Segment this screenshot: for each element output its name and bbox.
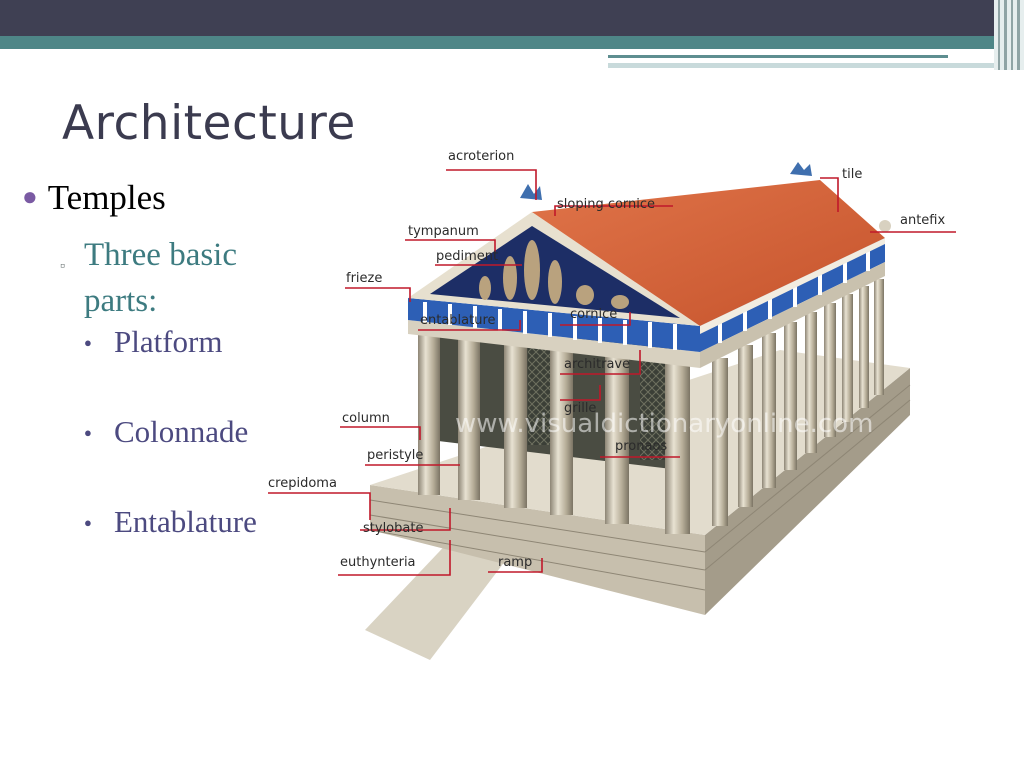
bullet-text-colonnade: Colonnade	[114, 414, 249, 449]
label-entablature: entablature	[420, 313, 496, 328]
label-pediment: pediment	[436, 249, 498, 264]
label-crepidoma: crepidoma	[268, 476, 337, 491]
side-colonnade	[712, 279, 884, 526]
label-pronaos: pronaos	[615, 439, 667, 454]
label-tympanum: tympanum	[408, 224, 479, 239]
label-grille: grille	[564, 401, 596, 416]
crepidoma-side	[705, 368, 910, 615]
bullet-text-temples: Temples	[47, 178, 166, 217]
header-dark-band	[0, 0, 1024, 36]
label-antefix: antefix	[900, 213, 945, 228]
label-acroterion: acroterion	[448, 149, 514, 164]
small-dot-icon: ●	[84, 335, 92, 350]
bullet-level1: ● Temples	[22, 178, 166, 218]
square-bullet-icon: ▫	[60, 259, 65, 274]
cornice-side	[700, 238, 885, 334]
watermark: www.visualdictionaryonline.com	[455, 409, 873, 439]
label-sloping-cornice: sloping cornice	[557, 197, 655, 212]
label-architrave: architrave	[564, 357, 630, 372]
crepidoma-front	[370, 485, 705, 615]
label-tile: tile	[842, 167, 862, 182]
pediment-sculptures	[479, 240, 629, 309]
front-colonnade	[418, 335, 690, 534]
ramp-shape	[365, 535, 525, 660]
acroterion	[520, 184, 542, 200]
label-euthynteria: euthynteria	[340, 555, 416, 570]
label-cornice: cornice	[570, 307, 617, 322]
header-corner-stripes	[994, 0, 1024, 70]
label-leader-lines	[268, 169, 956, 576]
label-frieze: frieze	[346, 271, 382, 286]
small-dot-icon: ●	[84, 425, 92, 440]
header-teal-band	[0, 36, 1024, 49]
roof	[532, 180, 885, 326]
architrave-front	[408, 320, 700, 368]
slide-title: Architecture	[62, 96, 356, 151]
small-dot-icon: ●	[84, 515, 92, 530]
greek-temple-diagram: www.visualdictionaryonline.com acroterio…	[268, 149, 956, 660]
bullet-text-platform: Platform	[114, 324, 223, 359]
header-accent-line	[608, 55, 948, 58]
acroterion	[790, 162, 812, 176]
architrave-side	[700, 262, 885, 368]
label-ramp: ramp	[498, 555, 532, 570]
label-column: column	[342, 411, 390, 426]
bullet-dot-icon: ●	[22, 182, 38, 211]
bullet-text-three-basic-parts: Three basic parts:	[84, 237, 237, 319]
label-peristyle: peristyle	[367, 448, 423, 463]
header-accent-line-light	[608, 63, 998, 68]
label-stylobate: stylobate	[363, 521, 423, 536]
bullet-text-entablature: Entablature	[114, 504, 257, 539]
